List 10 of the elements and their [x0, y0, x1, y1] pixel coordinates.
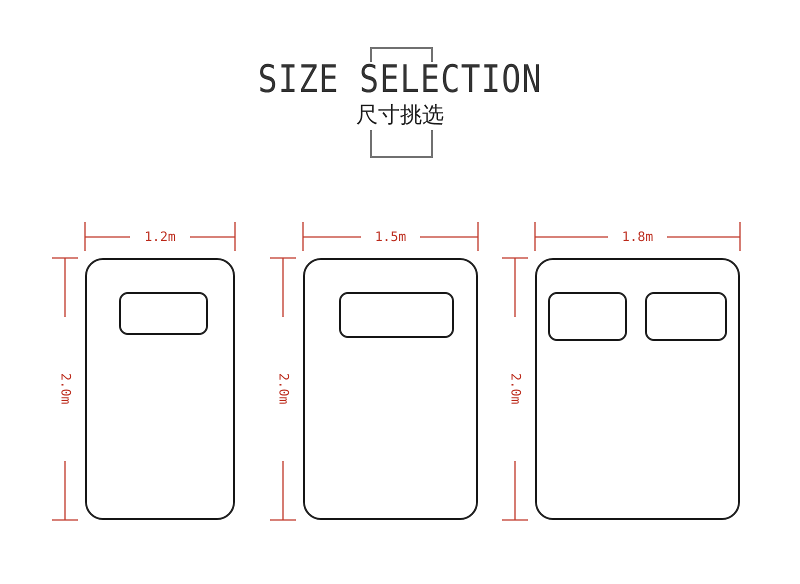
title: SIZE SELECTION: [256, 56, 544, 102]
pillow-outline: [339, 292, 454, 338]
width-dimension: 1.5m: [360, 230, 420, 244]
pillow-outline: [645, 292, 727, 341]
bed-outline: [535, 258, 740, 520]
bed-outline: [303, 258, 478, 520]
pillow-outline: [119, 292, 208, 335]
width-dimension: 1.8m: [608, 230, 668, 244]
pillow-outline: [548, 292, 627, 341]
bed-outline: [85, 258, 235, 520]
